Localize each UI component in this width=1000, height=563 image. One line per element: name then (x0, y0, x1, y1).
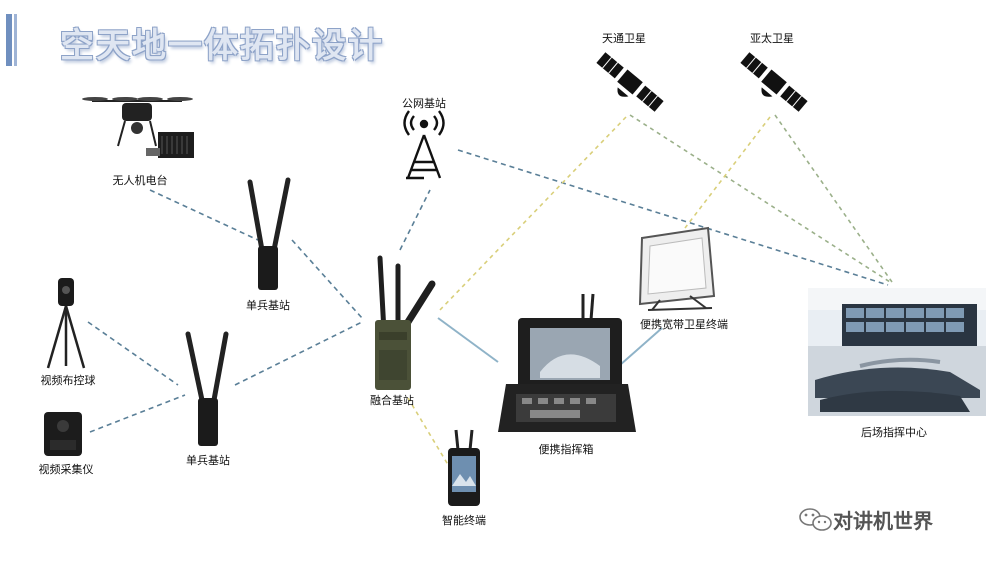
link-fusion-box (437, 317, 499, 363)
link-ptz-soldierbottom (87, 321, 179, 386)
wechat-icon (799, 508, 832, 531)
soldier-station-icon-bottom (185, 331, 229, 446)
label-video-ptz: 视频布控球 (40, 374, 96, 387)
label-fusion-station: 融合基站 (370, 394, 414, 407)
link-soldierbottom-fusion (234, 321, 363, 386)
portable-command-box-icon (498, 293, 636, 432)
links (87, 114, 893, 469)
label-smart-terminal: 智能终端 (442, 514, 486, 527)
video-recorder-icon (44, 412, 82, 456)
title-accent-bar (6, 14, 17, 66)
fusion-station-icon (375, 255, 436, 390)
label-soldier-station-bottom: 单兵基站 (186, 454, 230, 467)
command-center-image (808, 288, 986, 416)
label-drone-radio: 无人机电台 (112, 174, 168, 187)
link-tiantong-fusion (437, 116, 627, 313)
link-yatai-center (774, 114, 893, 283)
link-fusion-public (399, 189, 431, 251)
watermark-text: 对讲机世界 (833, 509, 933, 533)
link-recorder-soldierbottom (89, 394, 186, 433)
label-portable-box: 便携指挥箱 (538, 443, 594, 456)
link-fusion-phone (407, 397, 451, 469)
label-command-center: 后场指挥中心 (861, 426, 927, 439)
broadband-satellite-terminal-icon (638, 226, 716, 311)
watermark: 对讲机世界 (795, 505, 933, 534)
link-yatai-terminal (684, 116, 771, 229)
soldier-station-icon-top (247, 177, 291, 290)
link-soldiertop-fusion (291, 239, 363, 319)
label-broadband-terminal: 便携宽带卫星终端 (640, 318, 728, 331)
link-tiantong-center (629, 114, 891, 283)
smart-terminal-icon (448, 429, 480, 506)
link-box-terminal (619, 327, 663, 366)
link-public-center (457, 149, 889, 286)
label-satellite-tiantong: 天通卫星 (602, 32, 646, 45)
link-drone-soldier (149, 189, 259, 241)
satellite-icon-tiantong (596, 52, 664, 112)
drone-radio-icon (146, 132, 194, 158)
label-video-recorder: 视频采集仪 (38, 463, 94, 476)
video-ptz-icon (46, 278, 86, 369)
label-satellite-yatai: 亚太卫星 (750, 32, 794, 45)
page-title: 空天地一体拓扑设计 (60, 26, 384, 66)
label-soldier-station-top: 单兵基站 (246, 299, 290, 312)
satellite-icon-yatai (740, 52, 808, 112)
drone-icon (82, 97, 193, 147)
label-public-station: 公网基站 (402, 97, 446, 110)
cell-tower-icon (403, 110, 445, 180)
